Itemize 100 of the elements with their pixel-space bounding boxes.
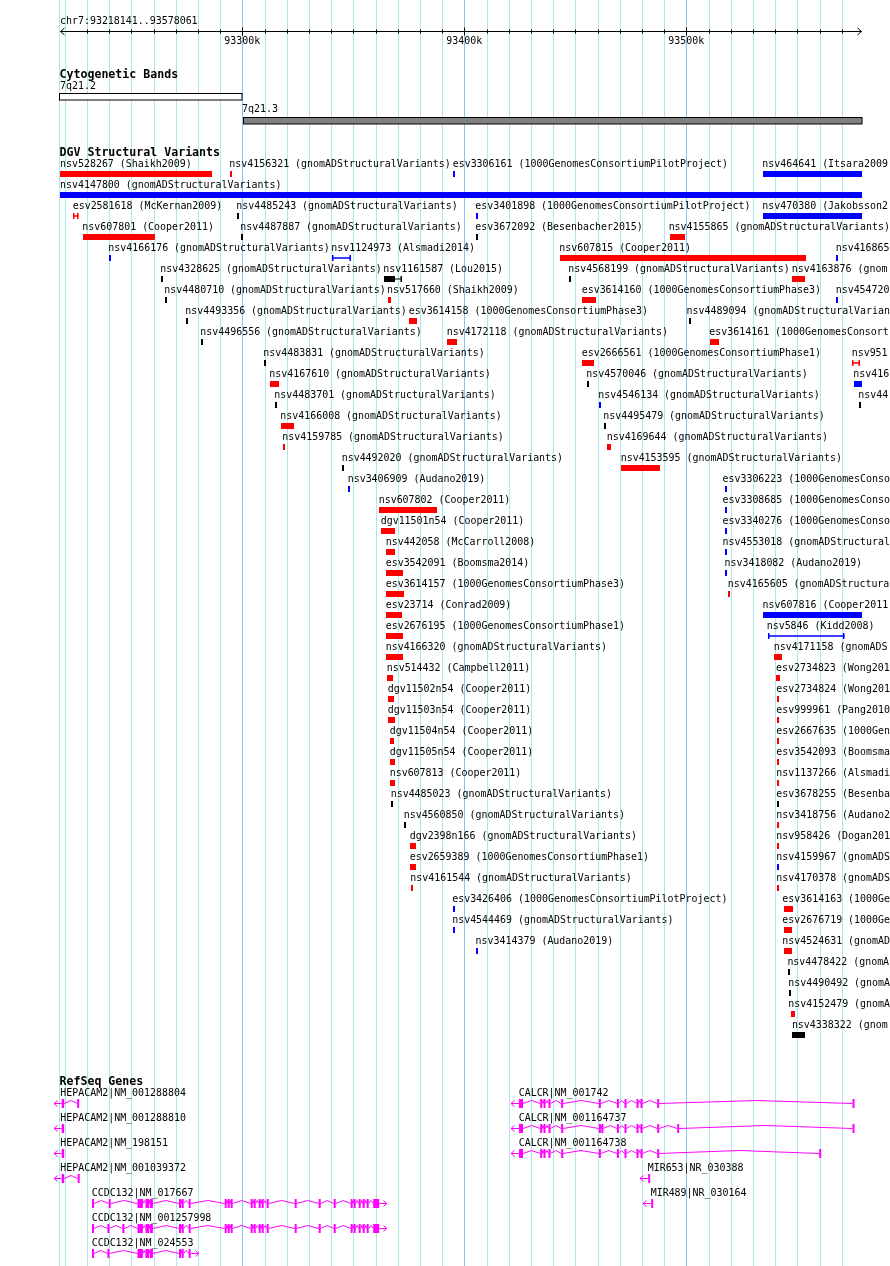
variant-label: nsv4493356 (gnomADStructuralVariants) [185,305,407,317]
variant-label: nsv3418756 (Audano2 [776,809,890,821]
variant-label: esv3401898 (1000GenomesConsortiumPilotProject) [475,200,751,212]
variant-label: nsv4492020 (gnomADStructuralVariants) [341,452,564,464]
variant-label: esv3614158 (1000GenomesConsortiumPhase3) [408,305,648,317]
transcript-label: CCDC132|NM_024553 [91,1237,194,1250]
transcript-label: HEPACAM2|NM_001039372 [60,1162,186,1175]
variant-label: nsv4165605 (gnomADStructura [727,578,890,590]
variant-label: esv2667635 (1000Gen [776,725,890,737]
transcript-label: HEPACAM2|NM_001288810 [60,1112,186,1125]
variant-label: esv2734823 (Wong201 [776,662,890,674]
tick-label: 93300k [224,36,261,46]
variant-label: nsv4568199 (gnomADStructuralVariants) [568,263,790,275]
variant-label: dgv11505n54 (Cooper2011) [389,746,534,758]
variant-label: nsv4496556 (gnomADStructuralVariants) [200,326,422,338]
variant-label: nsv4169644 (gnomADStructuralVariants) [606,431,829,443]
variant-label: esv3542093 (Boomsma [776,746,890,758]
variant-label: dgv11501n54 (Cooper2011) [380,515,525,527]
variant-label: esv2734824 (Wong201 [776,683,890,695]
variant-label: nsv416 [853,368,890,380]
variant-label: dgv11503n54 (Cooper2011) [387,704,532,716]
track-heading: DGV Structural Variants [59,145,221,158]
track-heading: RefSeq Genes [59,1075,144,1087]
variant-label: nsv4483701 (gnomADStructuralVariants) [274,389,496,401]
variant-label: esv3306161 (1000GenomesConsortiumPilotProject) [452,158,728,170]
variant-label: nsv4166008 (gnomADStructuralVariants) [280,410,502,422]
transcript-label: CALCR|NM_001742 [518,1087,609,1100]
variant-label: dgv11502n54 (Cooper2011) [387,683,532,695]
transcript-label: CCDC132|NM_017667 [91,1187,194,1200]
variant-label: nsv4152479 (gnomA [788,998,890,1010]
variant-label: nsv4483831 (gnomADStructuralVariants) [263,347,485,359]
variant-label: esv3614163 (1000Ge [782,893,890,905]
variant-label: nsv4553018 (gnomADStructural [722,536,890,548]
band-label: 7q21.3 [242,103,278,115]
variant-label: esv3614157 (1000GenomesConsortiumPhase3) [385,578,625,590]
variant-label: nsv470380 (Jakobsson2 [762,200,888,212]
variant-label: esv999961 (Pang2010 [776,704,890,716]
variant-label: esv2666561 (1000GenomesConsortiumPhase1) [581,347,821,359]
variant-label: esv2581618 (McKernan2009) [72,200,223,212]
variant-label: nsv4544469 (gnomADStructuralVariants) [452,914,674,926]
transcript-label: MIR653|NR_030388 [647,1162,744,1175]
variant-label: nsv1124973 (Alsmadi2014) [331,242,475,254]
variant-label: nsv4490492 (gnomA [788,977,890,989]
variant-label: nsv4478422 (gnomA [787,956,890,968]
variant-label: nsv4485023 (gnomADStructuralVariants) [390,788,613,800]
variant-label: nsv607813 (Cooper2011) [389,767,522,779]
variant-label: nsv4153595 (gnomADStructuralVariants) [620,452,843,464]
variant-label: esv23714 (Conrad2009) [385,599,512,611]
variant-label: nsv4560850 (gnomADStructuralVariants) [403,809,626,821]
variant-label: nsv4570046 (gnomADStructuralVariants) [586,368,808,380]
variant-label: nsv528267 (Shaikh2009) [60,158,192,170]
transcript-label: MIR489|NR_030164 [650,1187,747,1200]
variant-label: esv3614161 (1000GenomesConsort [709,326,889,338]
transcript-label: CCDC132|NM_001257998 [91,1212,212,1225]
variant-label: nsv442058 (McCarroll2008) [385,536,536,548]
variant-label: nsv4166176 (gnomADStructuralVariants) [108,242,330,254]
variant-label: nsv4328625 (gnomADStructuralVariants) [160,263,382,275]
variant-label: nsv951 [851,347,888,359]
transcript-label: CALCR|NM_001164737 [518,1112,627,1125]
variant-label: nsv1161587 (Lou2015) [383,263,503,275]
variant-label: nsv454720 [835,284,890,296]
variant-label: nsv3414379 (Audano2019) [475,935,614,947]
variant-label: esv2676719 (1000Ge [782,914,890,926]
variant-label: nsv514432 (Campbell2011) [386,662,531,674]
variant-label: nsv607816 (Cooper2011 [762,599,889,611]
variant-label: nsv958426 (Dogan201 [776,830,890,842]
transcript-label: HEPACAM2|NM_001288804 [60,1087,186,1100]
variant-label: nsv4487887 (gnomADStructuralVariants) [240,221,462,233]
variant-label: nsv4166320 (gnomADStructuralVariants) [385,641,608,653]
variant-label: nsv4163876 (gnom [791,263,888,275]
variant-label: esv3614160 (1000GenomesConsortiumPhase3) [581,284,821,296]
variant-label: nsv4147800 (gnomADStructuralVariants) [60,179,282,191]
variant-label: esv3426406 (1000GenomesConsortiumPilotProject) [452,893,728,905]
track-heading: Cytogenetic Bands [59,67,179,80]
variant-label: nsv607801 (Cooper2011) [82,221,214,233]
variant-label: nsv517660 (Shaikh2009) [387,284,519,296]
variant-label: nsv4159967 (gnomADS [776,851,890,863]
variant-label: dgv11504n54 (Cooper2011) [389,725,534,737]
variant-label: nsv3406909 (Audano2019) [347,473,486,485]
variant-label: nsv4480710 (gnomADStructuralVariants) [164,284,386,296]
variant-label: nsv4159785 (gnomADStructuralVariants) [282,431,504,443]
variant-label: dgv2398n166 (gnomADStructuralVariants) [409,830,638,842]
transcript-label: HEPACAM2|NM_198151 [60,1137,168,1150]
variant-label: esv3306223 (1000GenomesConso [722,473,890,485]
variant-label: nsv416865 [835,242,890,254]
variant-label: nsv4172118 (gnomADStructuralVariants) [446,326,669,338]
variant-label: esv3678255 (Besenba [776,788,890,800]
variant-label: nsv4546134 (gnomADStructuralVariants) [598,389,820,401]
variant-label: nsv4167610 (gnomADStructuralVariants) [269,368,491,380]
variant-label: nsv4524631 (gnomAD [782,935,890,947]
variant-label: nsv607815 (Cooper2011) [559,242,691,254]
variant-label: esv2659389 (1000GenomesConsortiumPhase1) [409,851,649,863]
variant-label: esv3542091 (Boomsma2014) [385,557,530,569]
region-title: chr7:93218141..93578061 [60,15,198,27]
variant-label: nsv4338322 (gnom [791,1019,888,1031]
variant-label: esv3308685 (1000GenomesConso [722,494,890,506]
variant-label: nsv4155865 (gnomADStructuralVariants) [668,221,890,233]
variant-label: nsv464641 (Itsara2009 [762,158,888,170]
variant-label: nsv4495479 (gnomADStructuralVariants) [603,410,825,422]
variant-label: nsv4156321 (gnomADStructuralVariants) [229,158,451,170]
